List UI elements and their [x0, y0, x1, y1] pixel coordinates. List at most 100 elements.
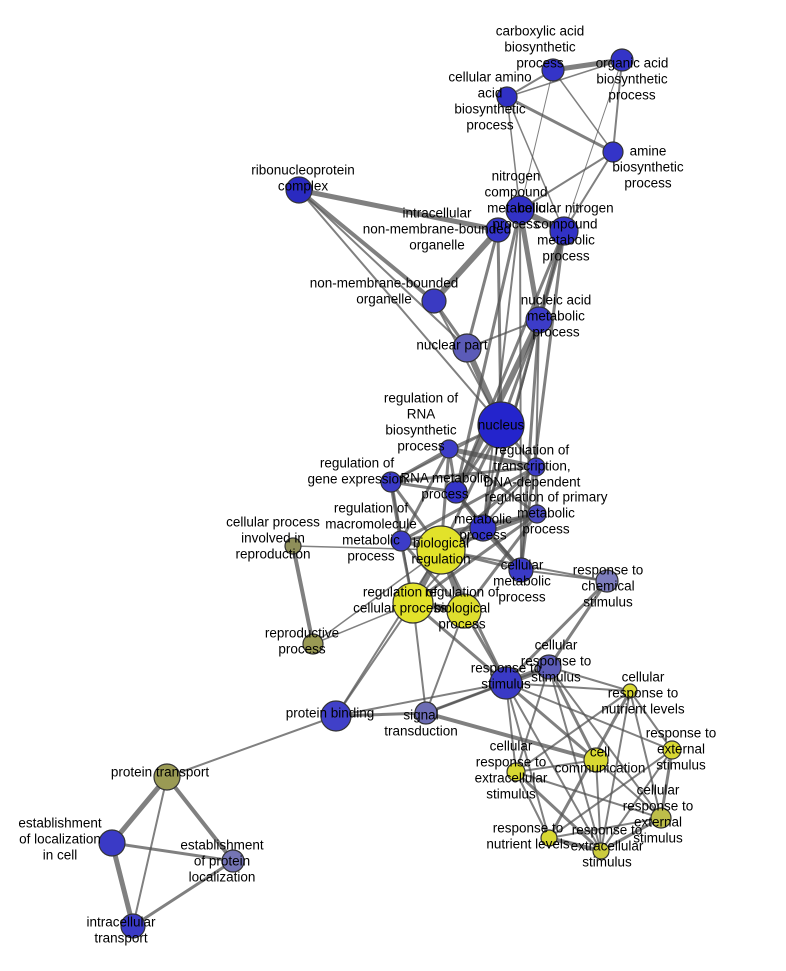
- graph-node-n28[interactable]: [284, 537, 302, 555]
- graph-edge: [335, 682, 507, 717]
- graph-edge: [291, 544, 315, 646]
- graph-node-n37[interactable]: [592, 842, 610, 860]
- graph-node-n29[interactable]: [622, 683, 638, 699]
- graph-edge: [109, 774, 170, 846]
- graph-node-n6[interactable]: [505, 195, 535, 225]
- graph-edge: [514, 770, 603, 853]
- graph-edge: [298, 189, 468, 349]
- graph-node-n7[interactable]: [549, 216, 579, 246]
- graph-edge: [110, 841, 235, 863]
- graph-edge: [297, 188, 436, 303]
- graph-edge: [506, 59, 623, 98]
- graph-edge: [517, 207, 542, 323]
- graph-node-n9[interactable]: [421, 288, 447, 314]
- graph-edge: [447, 447, 539, 516]
- graph-edge: [595, 759, 602, 852]
- graph-node-n38[interactable]: [153, 763, 181, 791]
- graph-node-n10[interactable]: [525, 306, 553, 334]
- graph-node-n25[interactable]: [536, 654, 562, 680]
- graph-node-n39[interactable]: [98, 829, 126, 857]
- graph-node-n21[interactable]: [416, 525, 466, 575]
- graph-edge: [515, 759, 597, 773]
- graph-edge: [504, 579, 609, 685]
- graph-node-n22[interactable]: [392, 582, 434, 624]
- graph-edge: [547, 665, 598, 762]
- graph-edge: [629, 690, 662, 819]
- nodes-layer: [98, 48, 682, 939]
- graph-node-n13[interactable]: [439, 439, 459, 459]
- graph-edge: [335, 549, 442, 717]
- graph-edge: [519, 151, 614, 211]
- graph-edge: [505, 682, 631, 692]
- graph-edge: [505, 95, 615, 154]
- graph-edge: [548, 666, 631, 692]
- graph-node-n3[interactable]: [496, 86, 518, 108]
- graph-edge: [465, 228, 500, 350]
- graph-node-n24[interactable]: [595, 569, 619, 593]
- graph-edge: [446, 446, 539, 470]
- graph-node-n31[interactable]: [414, 701, 438, 725]
- graph-node-n30[interactable]: [320, 700, 352, 732]
- graph-node-n1[interactable]: [541, 58, 565, 82]
- graph-edge: [535, 319, 540, 468]
- graph-edge: [496, 228, 503, 427]
- graph-edge: [389, 465, 538, 484]
- graph-edge: [312, 549, 442, 645]
- graph-edge: [506, 96, 521, 211]
- graph-node-n40[interactable]: [221, 849, 245, 873]
- graph-edge: [519, 318, 541, 572]
- graph-edge: [515, 771, 550, 839]
- graph-edge: [599, 816, 663, 853]
- graph-node-n15[interactable]: [380, 471, 402, 493]
- graph-node-n17[interactable]: [527, 504, 547, 524]
- graph-edge: [165, 775, 235, 863]
- graph-edge: [504, 681, 598, 762]
- graph-node-n23[interactable]: [446, 593, 482, 629]
- graph-edge: [515, 771, 662, 819]
- graph-edge: [515, 666, 550, 773]
- graph-node-n8[interactable]: [485, 217, 511, 243]
- graph-node-n12[interactable]: [477, 401, 525, 449]
- graph-node-n36[interactable]: [540, 829, 558, 847]
- graph-node-n34[interactable]: [583, 747, 609, 773]
- graph-node-n41[interactable]: [120, 913, 146, 939]
- graph-node-n2[interactable]: [610, 48, 634, 72]
- graph-edge: [563, 151, 614, 232]
- graph-edge: [548, 817, 662, 839]
- graph-edge: [629, 690, 673, 751]
- graph-edge: [399, 447, 451, 543]
- graph-edge: [425, 666, 550, 714]
- graph-edge: [389, 447, 451, 484]
- graph-edge: [547, 836, 603, 853]
- graph-edge: [298, 189, 502, 426]
- graph-edge: [600, 690, 631, 852]
- graph-edge: [600, 749, 673, 852]
- graph-edge: [166, 715, 337, 778]
- graph-node-n27[interactable]: [302, 633, 324, 655]
- graph-edge: [462, 512, 539, 613]
- graph-edge: [595, 759, 662, 819]
- graph-node-n33[interactable]: [506, 762, 526, 782]
- graph-edge: [505, 682, 673, 751]
- graph-node-n4[interactable]: [602, 141, 624, 163]
- graph-node-n26[interactable]: [489, 666, 523, 700]
- graph-edge: [425, 610, 465, 714]
- graph-node-n14[interactable]: [526, 457, 546, 477]
- graph-edge: [612, 59, 623, 153]
- graph-node-n11[interactable]: [452, 333, 482, 363]
- graph-node-n20[interactable]: [508, 557, 534, 583]
- graph-node-n32[interactable]: [662, 740, 682, 760]
- graph-node-n18[interactable]: [390, 530, 412, 552]
- graph-node-n35[interactable]: [650, 807, 672, 829]
- graph-node-n19[interactable]: [469, 514, 497, 542]
- graph-node-n16[interactable]: [444, 480, 468, 504]
- graph-edge: [132, 776, 168, 927]
- graph-edge: [296, 187, 501, 233]
- graph-edge: [505, 682, 550, 839]
- graph-node-n5[interactable]: [285, 176, 313, 204]
